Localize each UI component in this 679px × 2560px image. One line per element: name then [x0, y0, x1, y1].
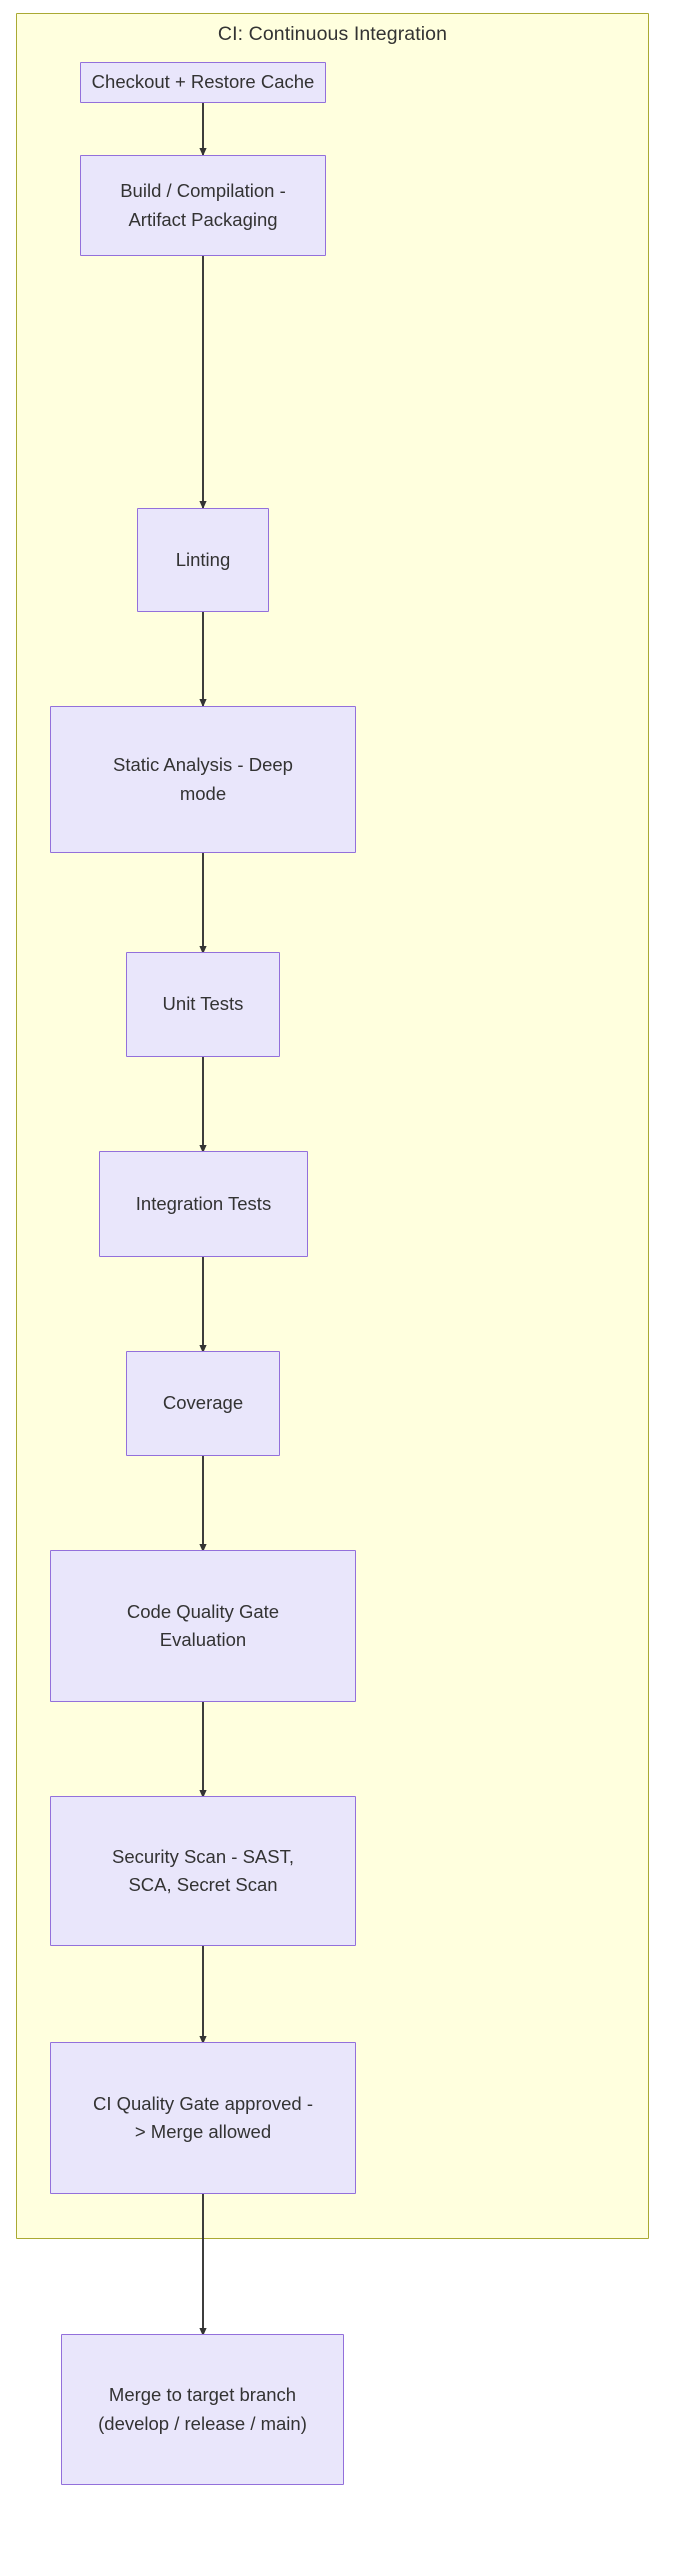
- node-integration-tests-label: Integration Tests: [135, 1192, 272, 1214]
- node-ci-quality-gate-approved[interactable]: CI Quality Gate approved - > Merge allow…: [50, 2042, 356, 2194]
- node-linting[interactable]: Linting: [137, 508, 269, 612]
- subgraph-title: CI: Continuous Integration: [217, 23, 448, 45]
- node-security-scan[interactable]: Security Scan - SAST, SCA, Secret Scan: [50, 1796, 356, 1946]
- node-checkout-label: Checkout + Restore Cache: [91, 71, 315, 93]
- node-merge-to-target-branch[interactable]: Merge to target branch (develop / releas…: [61, 2334, 344, 2485]
- node-ci-quality-gate-approved-label: CI Quality Gate approved - > Merge allow…: [92, 2092, 314, 2142]
- node-code-quality-gate[interactable]: Code Quality Gate Evaluation: [50, 1550, 356, 1702]
- node-coverage-label: Coverage: [162, 1392, 244, 1414]
- node-static-analysis-label: Static Analysis - Deep mode: [113, 754, 293, 804]
- node-build-label: Build / Compilation - Artifact Packaging: [120, 180, 286, 230]
- node-coverage[interactable]: Coverage: [126, 1351, 280, 1456]
- node-checkout[interactable]: Checkout + Restore Cache: [80, 62, 326, 103]
- node-unit-tests[interactable]: Unit Tests: [126, 952, 280, 1057]
- node-merge-to-target-branch-label: Merge to target branch (develop / releas…: [98, 2384, 307, 2434]
- node-security-scan-label: Security Scan - SAST, SCA, Secret Scan: [112, 1845, 294, 1895]
- node-static-analysis[interactable]: Static Analysis - Deep mode: [50, 706, 356, 853]
- node-build[interactable]: Build / Compilation - Artifact Packaging: [80, 155, 326, 256]
- node-code-quality-gate-label: Code Quality Gate Evaluation: [126, 1600, 280, 1650]
- node-linting-label: Linting: [175, 548, 231, 570]
- node-integration-tests[interactable]: Integration Tests: [99, 1151, 308, 1257]
- node-unit-tests-label: Unit Tests: [162, 993, 244, 1015]
